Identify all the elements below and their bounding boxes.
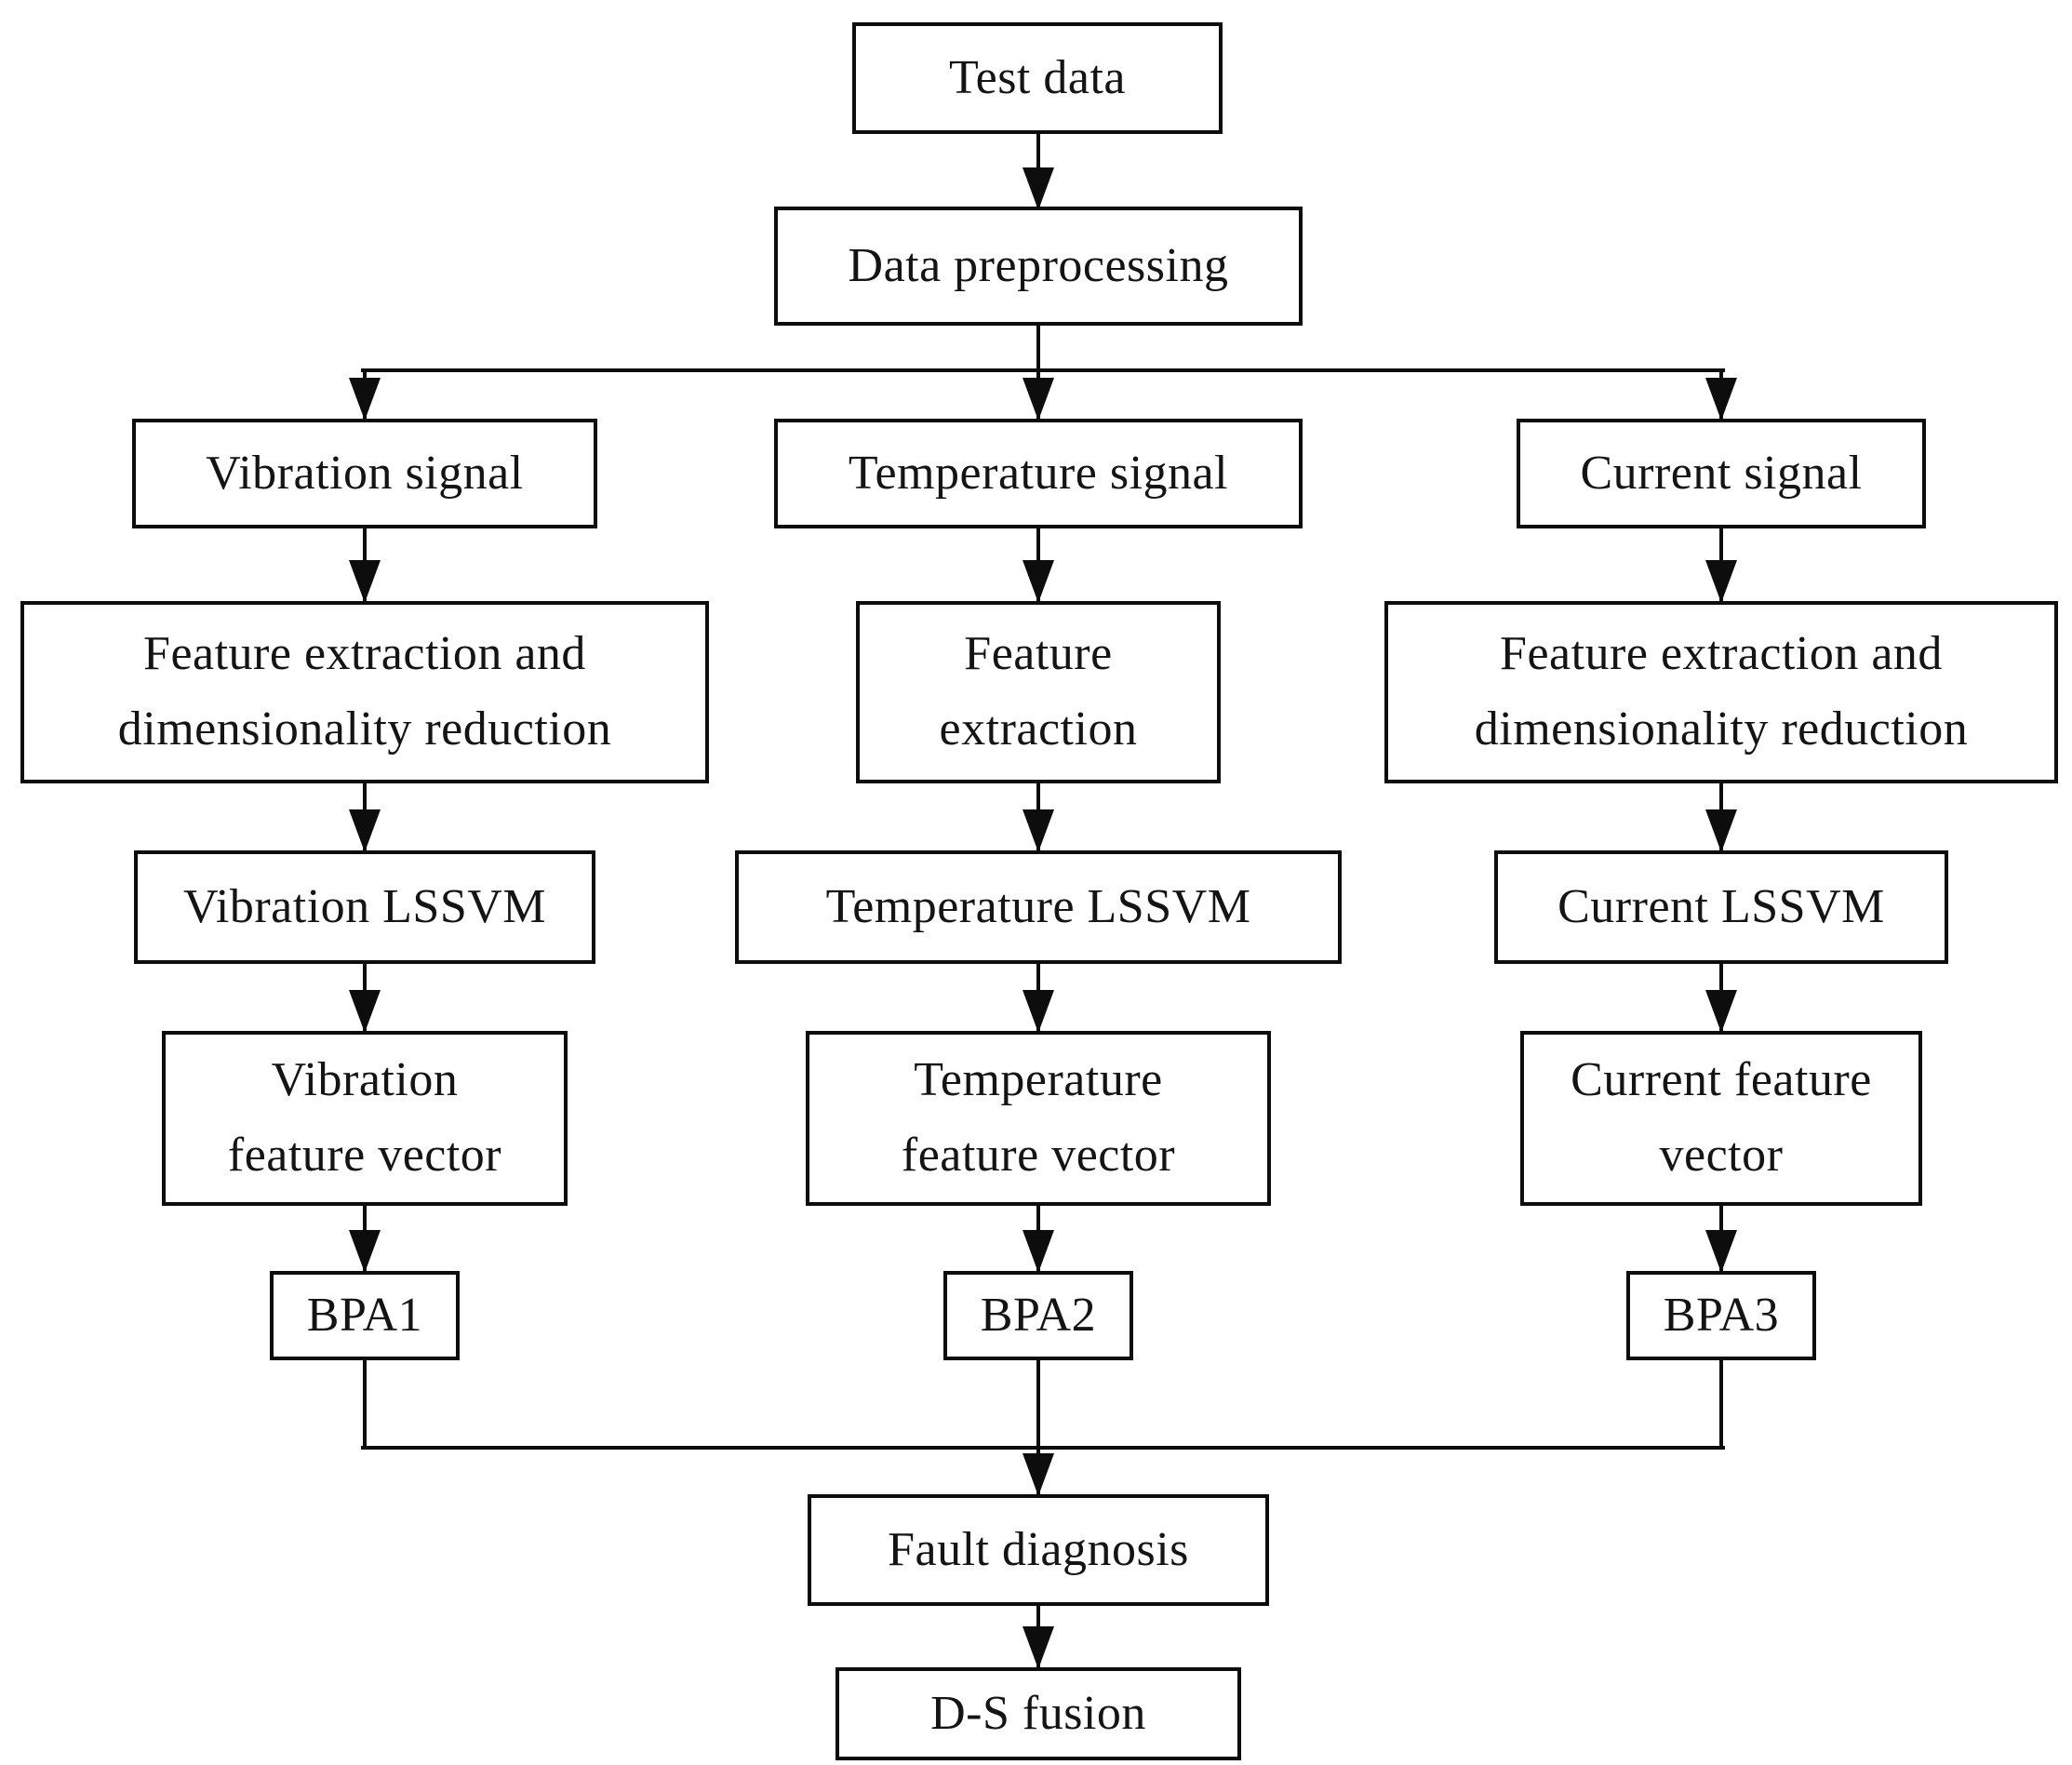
node-vibration-lssvm: Vibration LSSVM — [134, 850, 595, 964]
arrowhead-vibration-extraction — [349, 560, 381, 603]
arrowhead-bpa2 — [1023, 1230, 1054, 1273]
node-bpa1: BPA1 — [270, 1271, 460, 1360]
arrowhead-vibration-lssvm — [349, 809, 381, 852]
node-vibration-feature-vector: Vibration feature vector — [162, 1031, 568, 1206]
arrowhead-ds-fusion — [1023, 1626, 1054, 1669]
node-test-data: Test data — [852, 22, 1223, 134]
arrowhead-temperature-extraction — [1023, 560, 1054, 603]
node-vibration-feature-extraction: Feature extraction and dimensionality re… — [20, 601, 709, 783]
arrowhead-current-extraction — [1705, 560, 1737, 603]
node-vibration-signal: Vibration signal — [132, 419, 597, 528]
node-current-signal: Current signal — [1517, 419, 1926, 528]
arrowhead-current-vector — [1705, 990, 1737, 1033]
node-temperature-signal: Temperature signal — [774, 419, 1303, 528]
node-fault-diagnosis: Fault diagnosis — [808, 1494, 1269, 1606]
arrowhead-vibration-vector — [349, 990, 381, 1033]
node-bpa2: BPA2 — [943, 1271, 1133, 1360]
node-ds-fusion: D-S fusion — [835, 1667, 1241, 1760]
node-temperature-lssvm: Temperature LSSVM — [735, 850, 1342, 964]
arrowhead-bpa1 — [349, 1230, 381, 1273]
node-temperature-feature-vector: Temperature feature vector — [806, 1031, 1271, 1206]
node-current-feature-vector: Current feature vector — [1520, 1031, 1922, 1206]
node-current-feature-extraction: Feature extraction and dimensionality re… — [1384, 601, 2058, 783]
node-data-preprocessing: Data preprocessing — [774, 207, 1303, 326]
arrowhead-temperature-vector — [1023, 990, 1054, 1033]
arrowhead-fault-diagnosis — [1023, 1453, 1054, 1496]
node-bpa3: BPA3 — [1626, 1271, 1816, 1360]
arrowhead-bpa3 — [1705, 1230, 1737, 1273]
arrowhead-vibration-signal — [349, 378, 381, 421]
node-temperature-feature-extraction: Feature extraction — [856, 601, 1221, 783]
arrowhead-temperature-signal — [1023, 378, 1054, 421]
arrowhead-preprocessing — [1023, 167, 1054, 210]
arrowhead-current-lssvm — [1705, 809, 1737, 852]
node-current-lssvm: Current LSSVM — [1494, 850, 1948, 964]
arrowhead-current-signal — [1705, 378, 1737, 421]
arrowhead-temperature-lssvm — [1023, 809, 1054, 852]
